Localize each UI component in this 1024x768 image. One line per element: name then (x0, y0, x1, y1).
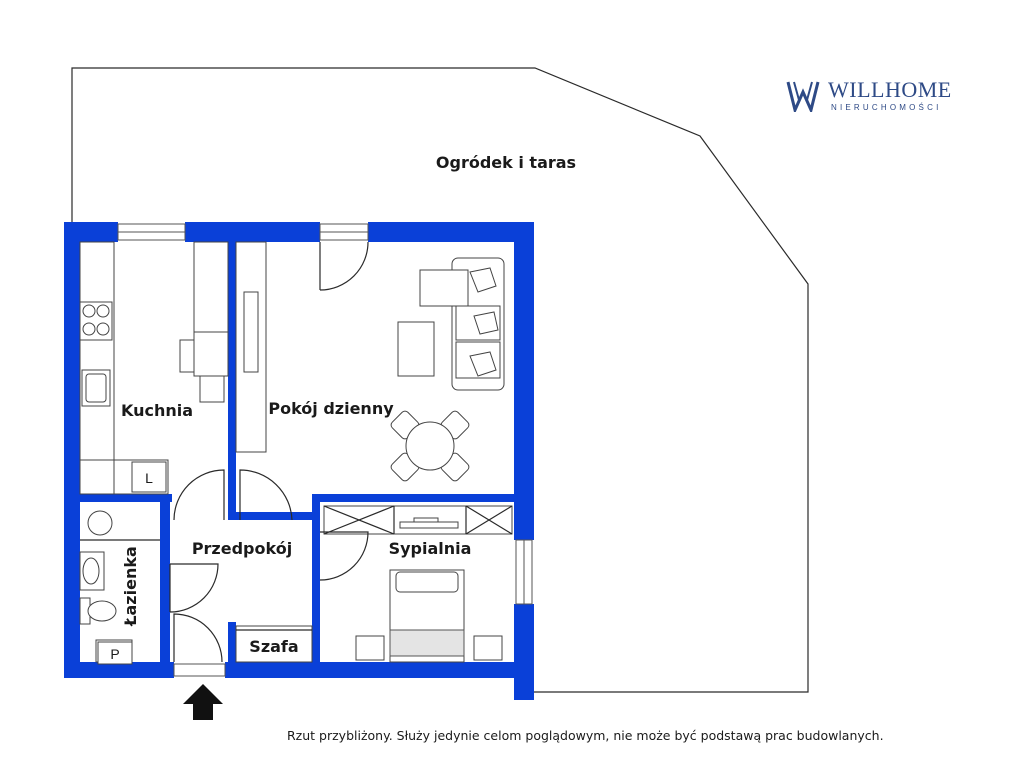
shower-drain-icon (87, 510, 113, 536)
bathroom-marker-box: P (97, 641, 133, 665)
doors (169, 241, 369, 663)
dining-table-icon (390, 410, 470, 482)
kitchen-furniture (79, 241, 229, 495)
kitchen-marker-box: L (131, 461, 167, 493)
brand-subtitle: NIERUCHOMOŚCI (831, 103, 942, 112)
garden-label: Ogródek i taras (436, 153, 576, 172)
toilet-icon (79, 597, 117, 625)
brand-logo: WILLHOME NIERUCHOMOŚCI (786, 78, 976, 118)
interior-walls (80, 242, 514, 662)
living-room-furniture (235, 241, 505, 482)
bed-icon (355, 569, 503, 663)
bathroom-fixtures (79, 510, 160, 663)
willhome-logo-icon (786, 81, 820, 112)
coffee-table-icon (397, 321, 435, 377)
entrance-arrow-icon (183, 684, 223, 720)
hallway-label: Przedpokój (192, 539, 292, 558)
sink-icon (81, 369, 111, 407)
outer-walls (64, 222, 534, 700)
bedroom-label: Sypialnia (389, 539, 472, 558)
sofa-icon (419, 257, 505, 391)
bathroom-label: Łazienka (121, 546, 140, 627)
brand-name: WILLHOME (828, 77, 952, 102)
cooktop-icon (79, 301, 113, 341)
living-room-label: Pokój dzienny (268, 399, 394, 418)
wardrobe-label: Szafa (249, 637, 298, 656)
bathroom-marker-label: P (110, 646, 119, 662)
garden-outline (71, 67, 809, 693)
disclaimer-text: Rzut przybliżony. Służy jedynie celom po… (287, 728, 884, 743)
kitchen-label: Kuchnia (121, 401, 193, 420)
windows (117, 223, 533, 677)
washbasin-icon (79, 551, 105, 591)
kitchen-marker-label: L (145, 470, 153, 486)
bedroom-furniture (323, 505, 513, 663)
hallway-furniture (235, 625, 313, 663)
